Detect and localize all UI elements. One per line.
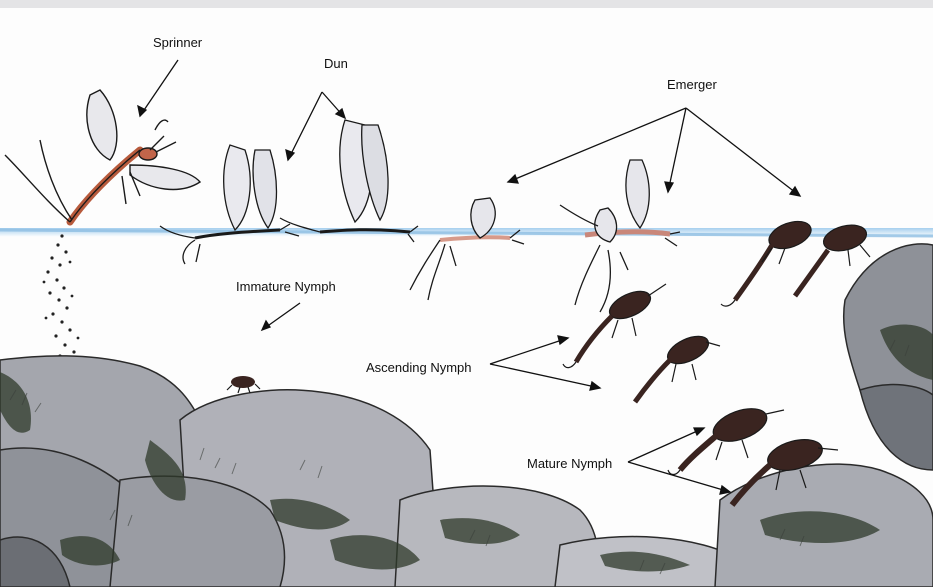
dun-insect-1 bbox=[160, 145, 299, 264]
label-emerger: Emerger bbox=[667, 78, 717, 91]
label-ascending-nymph: Ascending Nymph bbox=[366, 361, 472, 374]
dun-insect-2 bbox=[280, 120, 418, 242]
egg-dots bbox=[43, 234, 80, 357]
ascending-nymph-2 bbox=[635, 331, 720, 402]
label-dun: Dun bbox=[324, 57, 348, 70]
ascending-nymph-1 bbox=[563, 284, 666, 368]
emerger-insect-1 bbox=[410, 198, 524, 300]
scan-edge bbox=[0, 0, 933, 8]
mature-nymph-1 bbox=[668, 402, 784, 474]
label-immature-nymph: Immature Nymph bbox=[236, 280, 336, 293]
label-sprinner: Sprinner bbox=[153, 36, 202, 49]
resting-nymph bbox=[227, 376, 260, 393]
label-mature-nymph: Mature Nymph bbox=[527, 457, 612, 470]
sprinner-insect bbox=[5, 90, 200, 222]
